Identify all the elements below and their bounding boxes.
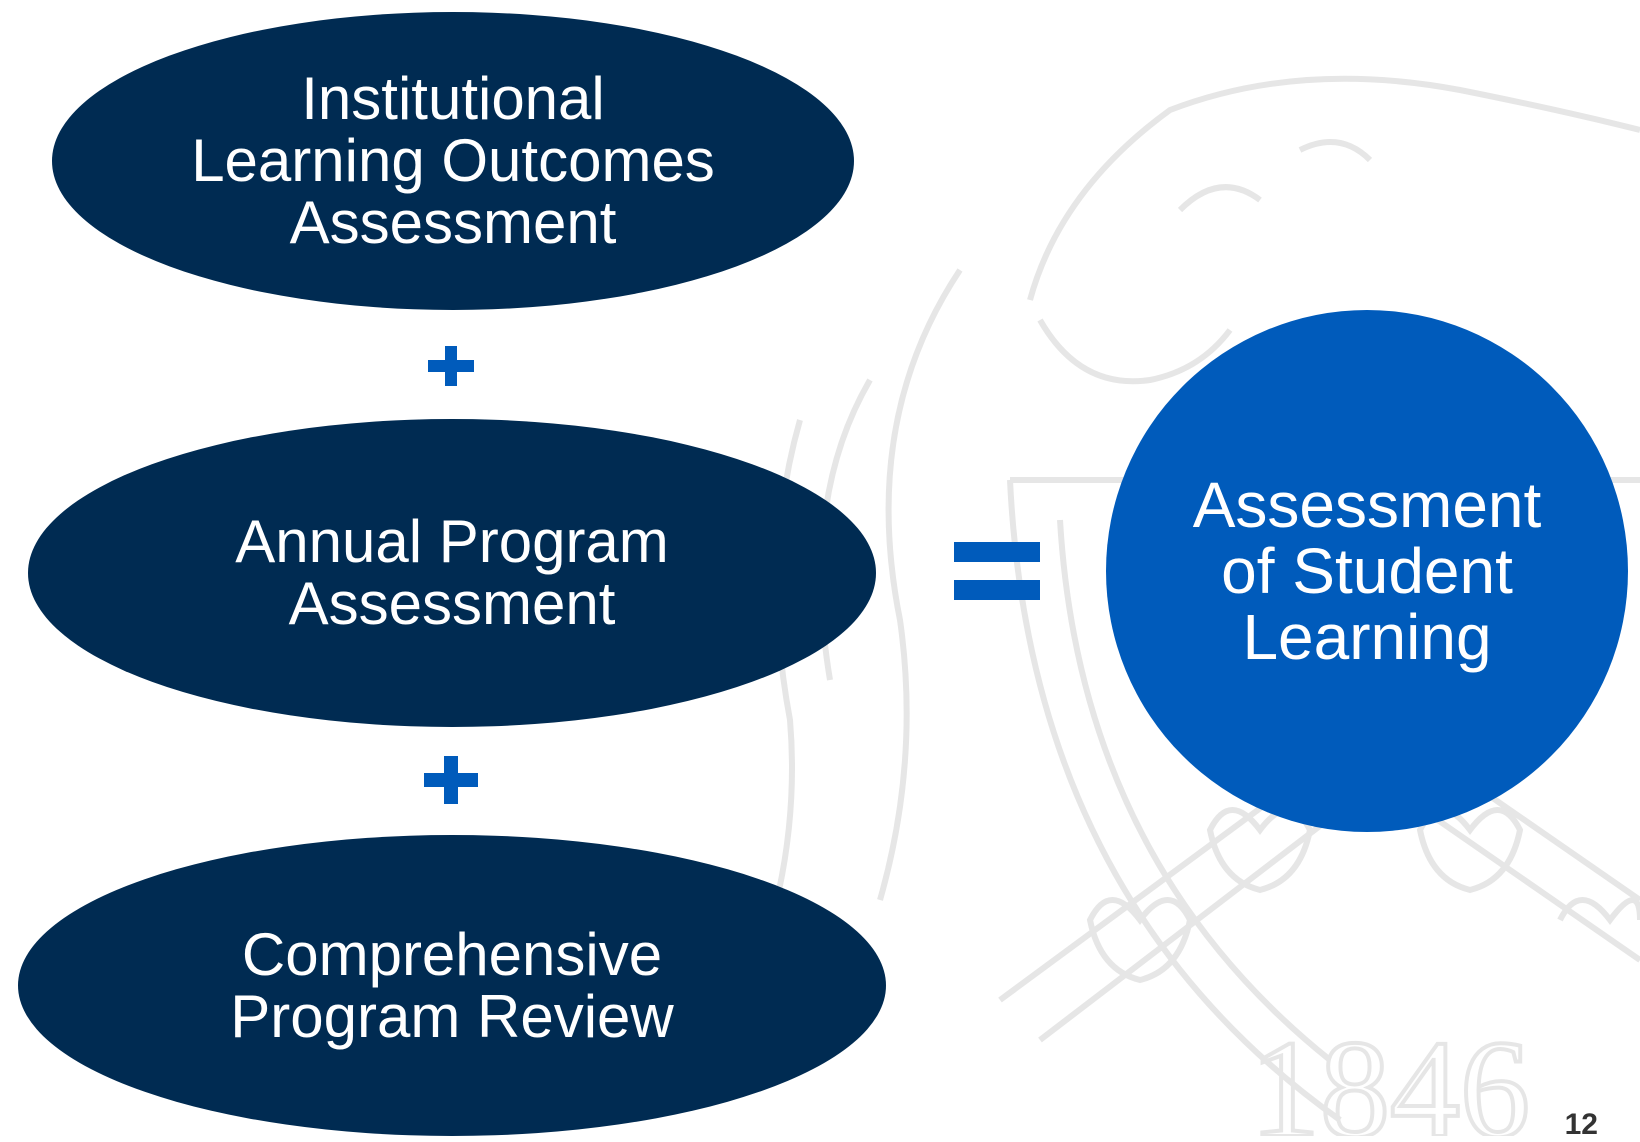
plus-operator-icon (428, 346, 474, 386)
node-label-line: Comprehensive (241, 920, 663, 988)
node-label-line: Institutional (301, 65, 605, 132)
watermark-year: 1846 (1250, 1012, 1530, 1136)
comprehensive-program-review-node: Comprehensive Program Review (18, 835, 886, 1136)
node-label-line: Assessment (289, 189, 617, 256)
institutional-learning-outcomes-node: Institutional Learning Outcomes Assessme… (52, 12, 854, 310)
plus-operator-icon (424, 756, 478, 804)
node-label-line: Learning Outcomes (191, 127, 715, 194)
page-number: 12 (1564, 1108, 1598, 1141)
annual-program-assessment-node: Annual Program Assessment (28, 419, 876, 727)
result-label-line: Learning (1242, 601, 1492, 673)
equals-operator-icon (954, 542, 1040, 600)
result-label-line: of Student (1221, 535, 1513, 607)
node-label-line: Program Review (230, 982, 674, 1050)
node-label-line: Annual Program (235, 508, 669, 575)
node-label-line: Assessment (288, 570, 616, 637)
assessment-of-student-learning-result: Assessment of Student Learning (1106, 310, 1628, 832)
result-label-line: Assessment (1192, 469, 1542, 541)
